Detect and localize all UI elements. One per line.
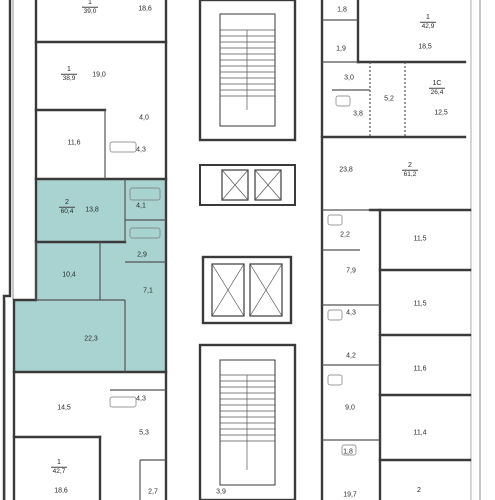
stair-core-bottom: [198, 343, 297, 500]
stair-core-top: [198, 0, 297, 142]
elevator-cross-marks: [221, 169, 282, 201]
walls: [2, 0, 472, 500]
freight-elevator-cross-marks: [211, 263, 283, 317]
elevator-lobby: [199, 164, 296, 206]
stairs-top: [220, 29, 275, 110]
stairs-bottom: [220, 374, 275, 470]
freight-elevators: [201, 255, 293, 325]
sanitary-fixtures: [109, 95, 357, 456]
partitions: [35, 19, 406, 500]
selected-apartment-fill[interactable]: [14, 179, 165, 372]
